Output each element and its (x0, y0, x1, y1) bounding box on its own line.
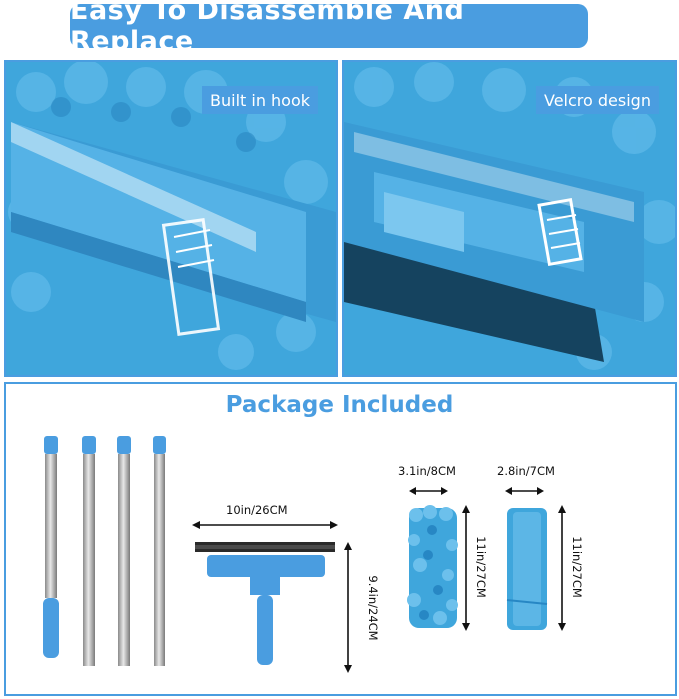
package-title: Package Included (225, 392, 454, 418)
chenille-hook-illustration (6, 62, 336, 375)
squeegee-height-label: 9.4in/24CM (366, 575, 380, 641)
chenille-velcro-illustration (344, 62, 675, 375)
photo-panel-hook: Built in hook (4, 60, 338, 377)
chenille-height-label: 11in/27CM (474, 536, 488, 598)
squeegee-width-label: 10in/26CM (226, 503, 288, 517)
chenille-width-label: 3.1in/8CM (398, 464, 456, 478)
microfiber-height-label: 11in/27CM (570, 536, 584, 598)
microfiber-width-label: 2.8in/7CM (497, 464, 555, 478)
built-in-hook-label: Built in hook (202, 86, 319, 114)
velcro-design-label: Velcro design (536, 86, 659, 114)
banner-title: Easy To Disassemble And Replace (70, 0, 588, 57)
package-included-box (4, 382, 677, 696)
photo-panel-velcro: Velcro design (342, 60, 677, 377)
